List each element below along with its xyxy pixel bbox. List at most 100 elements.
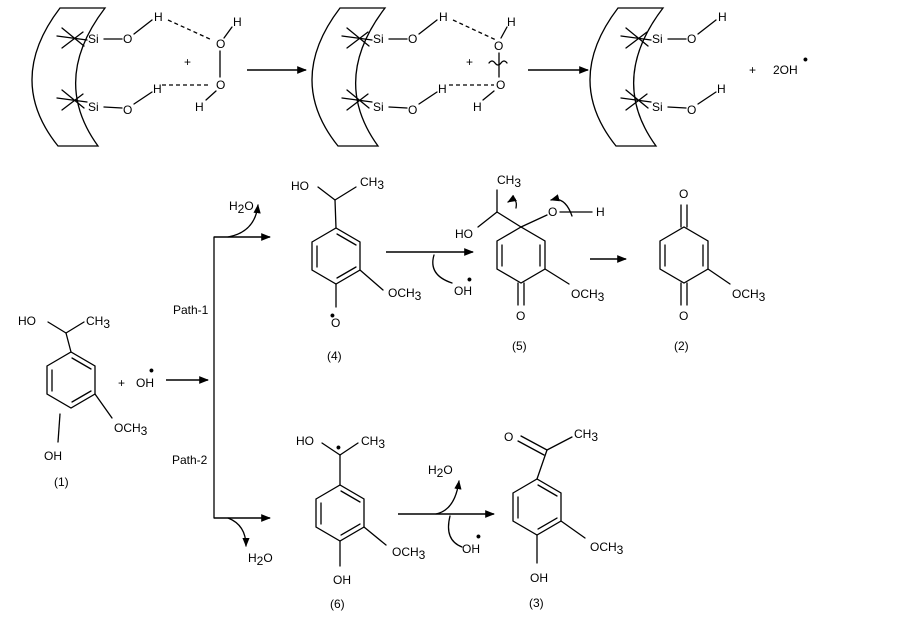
radical-dot: • <box>330 307 335 323</box>
oh-group: OH <box>44 449 62 463</box>
o-atom-top: O <box>679 187 688 201</box>
h2o2-o-bottom: O <box>216 78 225 92</box>
curved-arrow-h2o-loss <box>435 480 462 515</box>
plus-sign: + <box>118 376 125 390</box>
h-atom-upper: H <box>154 10 163 24</box>
silica-surface-curve <box>311 7 387 147</box>
silica-surface-panel-1: Si O H Si O H + H O O H <box>31 7 242 147</box>
path-2-label: Path-2 <box>172 453 208 467</box>
o-atom-upper: O <box>408 32 417 46</box>
si-atom-lower: Si <box>652 100 663 114</box>
benzene-ring <box>315 484 365 542</box>
si-atom-upper: Si <box>88 32 99 46</box>
hydroxyl-radical-reagent: OH <box>136 376 154 390</box>
o-atom-bottom: O <box>679 309 688 323</box>
o-atom-lower: O <box>123 103 132 117</box>
radical-dot: • <box>476 528 481 544</box>
bond-cleavage-wavy-line <box>488 60 508 66</box>
och3-group: OCH3 <box>114 421 148 438</box>
silica-surface-curve <box>31 7 107 147</box>
compound-6-benzylic-radical: • HO CH3 OCH3 OH (6) <box>296 434 426 611</box>
compound-label-6: (6) <box>330 597 345 611</box>
o-atom-carbonyl: O <box>516 309 525 323</box>
oh-group: OH <box>333 573 351 587</box>
h-atom: H <box>596 205 605 219</box>
hydrogen-bond-upper <box>167 19 213 41</box>
benzene-ring <box>46 351 96 409</box>
h2o2-h-top: H <box>507 15 516 29</box>
h-atom-lower: H <box>438 82 447 96</box>
h-atom-lower: H <box>717 82 726 96</box>
si-atom-lower: Si <box>88 100 99 114</box>
compound-label-4: (4) <box>327 349 342 363</box>
plus-sign: + <box>184 55 191 69</box>
compound-label-3: (3) <box>529 596 544 610</box>
si-atom-upper: Si <box>373 32 384 46</box>
h-atom-upper: H <box>439 10 448 24</box>
ch3-group: CH3 <box>497 173 521 190</box>
benzene-ring <box>311 227 361 285</box>
silica-surface-panel-2: Si O H Si O H + H O O H <box>311 7 516 147</box>
curved-arrow-h2o-loss-path-1 <box>227 204 261 238</box>
h2o2-o-bottom: O <box>496 78 505 92</box>
ho-group: HO <box>291 179 309 193</box>
och3-group: OCH3 <box>392 545 426 562</box>
benzene-ring <box>512 478 562 536</box>
o-radical: O <box>331 316 340 330</box>
compound-3-acetovanillone: O CH3 OCH3 OH (3) <box>504 427 624 610</box>
water-byproduct-path-2: H2O <box>248 551 273 568</box>
ho-group: HO <box>18 314 36 328</box>
curved-arrow-oh-migration <box>550 194 573 217</box>
ch3-group: CH3 <box>361 434 385 451</box>
plus-sign: + <box>749 63 756 77</box>
compound-label-1: (1) <box>54 475 69 489</box>
water-byproduct-path-1: H2O <box>229 199 254 216</box>
cyclohexadienone-ring <box>496 226 546 284</box>
ch3-group: CH3 <box>574 427 598 444</box>
h2o2-o-top: O <box>494 39 503 53</box>
ch3-group: CH3 <box>360 175 384 192</box>
hydroxyl-radical-product: 2OH <box>773 63 798 77</box>
och3-group: OCH3 <box>388 286 422 303</box>
compound-4-phenoxy-radical: HO CH3 OCH3 O • (4) <box>291 175 422 363</box>
compound-1-apocynol: HO CH3 OCH3 OH (1) <box>18 314 148 489</box>
si-atom-upper: Si <box>652 32 663 46</box>
o-atom: O <box>548 205 557 219</box>
compound-5-intermediate: CH3 HO O H OCH3 O (5) <box>455 173 605 353</box>
radical-dot: • <box>149 362 154 378</box>
radical-dot: • <box>336 439 341 455</box>
hydrogen-bond-upper <box>452 19 497 41</box>
curved-arrow-side-chain <box>507 194 517 209</box>
radical-dot: • <box>467 271 472 287</box>
o-atom-lower: O <box>408 103 417 117</box>
plus-sign: + <box>466 55 473 69</box>
och3-group: OCH3 <box>590 540 624 557</box>
path-1-label: Path-1 <box>173 303 209 317</box>
silica-surface-curve <box>589 7 665 147</box>
o-atom-carbonyl: O <box>504 430 513 444</box>
ch3-group: CH3 <box>86 314 110 331</box>
compound-2-methoxybenzoquinone: O O OCH3 (2) <box>659 187 766 353</box>
compound-label-5: (5) <box>512 339 527 353</box>
ho-group: HO <box>296 434 314 448</box>
hydroxyl-radical-reagent: OH <box>462 542 480 556</box>
compound-label-2: (2) <box>674 339 689 353</box>
h2o2-h-top: H <box>233 15 242 29</box>
hydroxyl-radical-reagent: OH <box>454 284 472 298</box>
oh-group: OH <box>530 571 548 585</box>
och3-group: OCH3 <box>571 287 605 304</box>
curved-arrow-oh-addition <box>432 254 453 284</box>
si-atom-lower: Si <box>373 100 384 114</box>
h2o2-o-top: O <box>216 37 225 51</box>
radical-dot: • <box>803 51 808 67</box>
quinone-ring <box>659 226 709 284</box>
h-atom-upper: H <box>718 10 727 24</box>
och3-group: OCH3 <box>732 287 766 304</box>
silica-surface-panel-3: Si O H Si O H + 2OH • <box>589 7 808 147</box>
o-atom-upper: O <box>123 32 132 46</box>
h2o2-h-bottom: H <box>473 100 482 114</box>
o-atom-upper: O <box>687 32 696 46</box>
h-atom-lower: H <box>153 82 162 96</box>
o-atom-lower: O <box>687 103 696 117</box>
